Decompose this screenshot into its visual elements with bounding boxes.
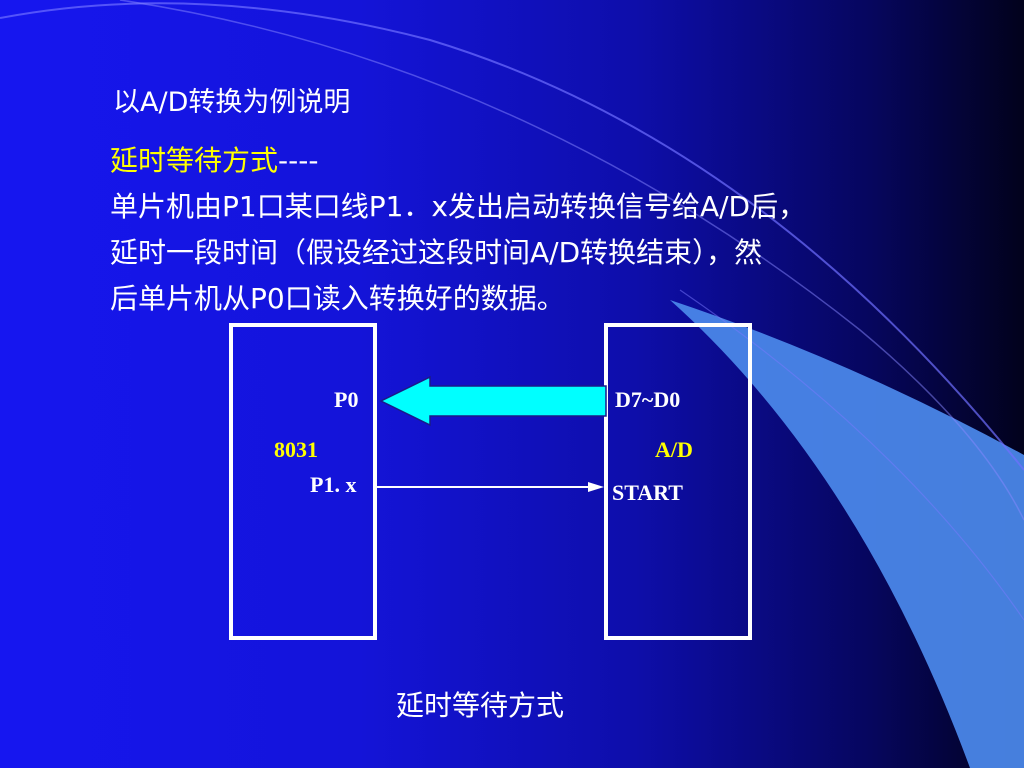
description-line-3: 后单片机从P0口读入转换好的数据。	[110, 282, 565, 315]
decor-curve-2	[119, 0, 1024, 521]
mcu-p1x-label: P1. x	[310, 472, 356, 497]
diagram-caption: 延时等待方式	[396, 689, 565, 722]
decor-curve-3	[679, 289, 1024, 621]
adc-start-label: START	[612, 480, 683, 505]
adc-name-label: A/D	[655, 437, 693, 462]
description-line-1: 单片机由P1口某口线P1．x发出启动转换信号给A/D后，	[110, 190, 807, 223]
data-bus-arrow	[379, 375, 607, 427]
description: 单片机由P1口某口线P1．x发出启动转换信号给A/D后， 延时一段时间（假设经过…	[110, 184, 806, 322]
mcu-name-label: 8031	[274, 437, 318, 462]
slide-subtitle: 延时等待方式----	[110, 139, 318, 179]
description-line-2: 延时一段时间（假设经过这段时间A/D转换结束），然	[110, 236, 763, 269]
mcu-p0-label: P0	[334, 387, 358, 412]
adc-data-pins-label: D7~D0	[615, 387, 680, 412]
adc-box	[604, 323, 752, 640]
mcu-box	[229, 323, 377, 640]
decor-band	[670, 300, 1024, 768]
slide-title: 以A/D转换为例说明	[113, 87, 351, 118]
decor-curve-1	[0, 2, 1024, 471]
subtitle-dashes: ----	[278, 144, 319, 177]
start-signal-arrowhead	[588, 482, 604, 492]
subtitle-method: 延时等待方式	[110, 144, 279, 177]
